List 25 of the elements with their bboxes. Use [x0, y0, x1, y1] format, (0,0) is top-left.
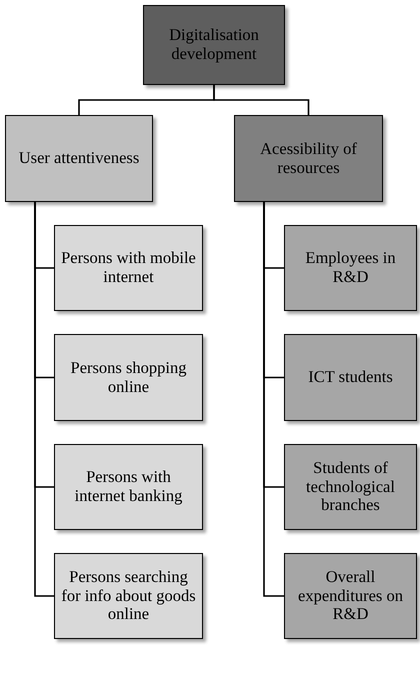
- org-box: [54, 553, 203, 639]
- connector-line: [263, 202, 284, 597]
- org-box: [234, 115, 383, 202]
- box-label: ICT students: [308, 368, 393, 387]
- box-label: Persons shopping online: [70, 358, 188, 396]
- box-label: Persons with mobile internet: [61, 249, 196, 287]
- org-box: [54, 334, 203, 421]
- org-box: [5, 115, 153, 202]
- org-box: [54, 225, 203, 311]
- org-box: [284, 334, 417, 421]
- org-box: [284, 553, 417, 639]
- connector-line: [213, 85, 310, 115]
- org-box: [284, 225, 417, 311]
- box-label: User attentiveness: [18, 149, 140, 168]
- connector-line: [34, 202, 54, 597]
- org-box: [54, 444, 203, 530]
- org-box: [143, 5, 285, 85]
- org-box: [284, 444, 417, 530]
- box-label: Students of technological branches: [305, 458, 396, 516]
- box-label: Persons searching for info about goods online: [61, 568, 196, 624]
- box-label: Digitalisation development: [168, 26, 260, 64]
- box-label: Employees in R&D: [304, 249, 397, 287]
- box-label: Overall expenditures on R&D: [297, 568, 404, 624]
- box-label: Acessibility of resources: [259, 140, 358, 178]
- box-label: Persons with internet banking: [74, 468, 184, 506]
